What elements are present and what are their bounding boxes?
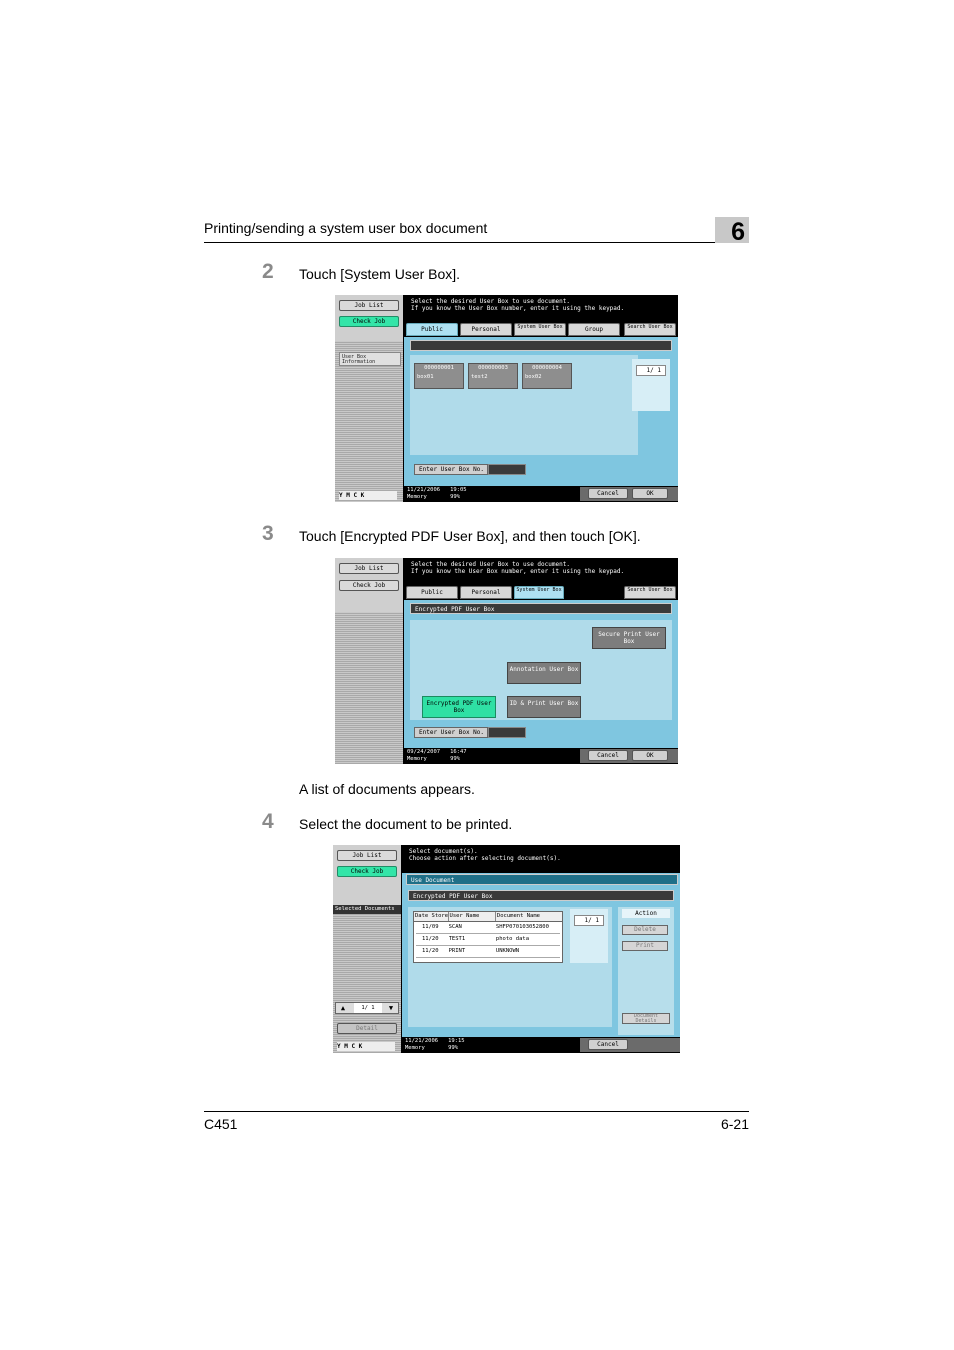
tab-row: Public Personal System User Box Search U… <box>404 584 678 600</box>
check-job-button[interactable]: Check Job <box>339 580 399 591</box>
message-area: Select document(s). Choose action after … <box>403 845 680 871</box>
step-number: 4 <box>262 810 274 833</box>
page-number: 6-21 <box>720 1116 749 1132</box>
selected-pager: ▲ 1/ 1 ▼ <box>335 1002 399 1014</box>
delete-button[interactable]: Delete <box>622 925 668 935</box>
job-list-button[interactable]: Job List <box>339 563 399 574</box>
print-button[interactable]: Print <box>622 941 668 951</box>
tab-system-user-box[interactable]: System User Box <box>514 586 564 599</box>
user-box-no-field[interactable] <box>488 464 526 475</box>
tab-personal[interactable]: Personal <box>460 586 512 599</box>
tab-search-user-box[interactable]: Search User Box <box>624 323 676 336</box>
note-text: A list of documents appears. <box>299 781 475 797</box>
page-indicator: 1/ 1 <box>636 365 666 376</box>
tab-group[interactable]: Group <box>568 323 620 336</box>
tab-search-user-box[interactable]: Search User Box <box>624 586 676 599</box>
main-area: 000000001 box01 000000003 test2 00000000… <box>404 337 678 486</box>
selected-documents-label: Selected Documents <box>333 905 401 914</box>
chapter-number: 6 <box>731 218 745 246</box>
table-header: Date Stored User Name Document Name <box>414 912 562 922</box>
footer-rule <box>204 1111 749 1112</box>
chapter-tab <box>715 217 749 243</box>
screen-encrypted-pdf: Job List Check Job Select the desired Us… <box>335 558 678 764</box>
toner-indicator: Y M C K <box>339 491 397 500</box>
user-box-button[interactable]: 000000001 box01 <box>414 363 464 389</box>
message-area: Select the desired User Box to use docum… <box>405 558 678 584</box>
action-title: Action <box>622 909 670 918</box>
selected-page-indicator: 1/ 1 <box>354 1003 382 1013</box>
screen-use-document: Job List Check Job Selected Documents ▲ … <box>333 845 680 1053</box>
tab-public[interactable]: Public <box>406 586 458 599</box>
check-job-button[interactable]: Check Job <box>339 316 399 327</box>
page-indicator: 1/ 1 <box>574 915 604 926</box>
message-area: Select the desired User Box to use docum… <box>405 295 678 321</box>
job-list-button[interactable]: Job List <box>337 850 397 861</box>
section-title: Printing/sending a system user box docum… <box>204 220 488 236</box>
toner-indicator: Y M C K <box>337 1042 395 1051</box>
secure-print-user-box-button[interactable]: Secure Print User Box <box>592 627 666 649</box>
page-panel: 1/ 1 <box>632 359 670 411</box>
user-box-button[interactable]: 000000004 box02 <box>522 363 572 389</box>
ok-button[interactable]: OK <box>632 750 668 761</box>
check-job-button[interactable]: Check Job <box>337 866 397 877</box>
cancel-button[interactable]: Cancel <box>588 488 628 499</box>
header-rule <box>204 242 749 243</box>
box-list-panel: 000000001 box01 000000003 test2 00000000… <box>410 355 638 455</box>
document-table: Date Stored User Name Document Name 11/0… <box>413 911 563 963</box>
tab-public[interactable]: Public <box>406 323 458 336</box>
detail-button[interactable]: Detail <box>337 1023 397 1034</box>
main-area: Encrypted PDF User Box Secure Print User… <box>404 600 678 748</box>
document-details-button[interactable]: Document Details <box>622 1013 670 1024</box>
page-panel: 1/ 1 <box>570 909 608 963</box>
step-number: 2 <box>262 260 274 283</box>
step-text: Select the document to be printed. <box>299 816 513 832</box>
table-row[interactable]: 11/20 PRINT UNKNOWN <box>416 946 560 958</box>
user-box-button[interactable]: 000000003 test2 <box>468 363 518 389</box>
tab-system-user-box[interactable]: System User Box <box>514 323 566 336</box>
tab-row: Public Personal System User Box Group Se… <box>404 321 678 337</box>
step-number: 3 <box>262 522 274 545</box>
encrypted-pdf-user-box-button[interactable]: Encrypted PDF User Box <box>422 696 496 718</box>
tab-personal[interactable]: Personal <box>460 323 512 336</box>
step-text: Touch [Encrypted PDF User Box], and then… <box>299 528 641 544</box>
enter-user-box-no-button[interactable]: Enter User Box No. <box>414 464 488 475</box>
table-row[interactable]: 11/20 TEST1 photo data <box>416 934 560 946</box>
annotation-user-box-button[interactable]: Annotation User Box <box>507 662 581 684</box>
title-bar: Encrypted PDF User Box <box>410 603 672 614</box>
id-print-user-box-button[interactable]: ID & Print User Box <box>507 696 581 718</box>
action-panel: Action Delete Print Document Details <box>618 907 674 1035</box>
use-document-bar: Use Document <box>406 874 678 885</box>
main-area: Use Document Encrypted PDF User Box Date… <box>402 873 680 1037</box>
step-text: Touch [System User Box]. <box>299 266 461 282</box>
table-row[interactable]: 11/09 SCAN SHFP070103052800 <box>416 922 560 934</box>
down-arrow-icon[interactable]: ▼ <box>388 1004 394 1012</box>
user-box-no-field[interactable] <box>488 727 526 738</box>
user-box-info[interactable]: User Box Information <box>339 352 401 366</box>
enter-user-box-no-button[interactable]: Enter User Box No. <box>414 727 488 738</box>
title-bar <box>410 340 672 351</box>
job-list-button[interactable]: Job List <box>339 300 399 311</box>
up-arrow-icon[interactable]: ▲ <box>340 1004 346 1012</box>
screen-system-user-box: Job List Check Job User Box Information … <box>335 295 678 502</box>
title-bar: Encrypted PDF User Box <box>408 890 674 901</box>
model-name: C451 <box>204 1116 238 1132</box>
cancel-button[interactable]: Cancel <box>588 1039 628 1050</box>
cancel-button[interactable]: Cancel <box>588 750 628 761</box>
ok-button[interactable]: OK <box>632 488 668 499</box>
